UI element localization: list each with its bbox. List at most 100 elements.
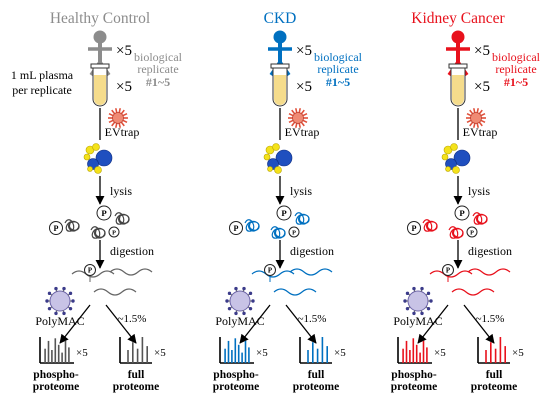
polymac-label: PolyMAC: [393, 314, 442, 328]
phospho-spectrum: [39, 337, 74, 364]
polymac-tip: [227, 291, 232, 296]
flow-arrow-phospho: [417, 304, 449, 344]
phospho-marker: P: [49, 221, 63, 235]
evtrap-core: [112, 112, 124, 124]
replicate-text-line2: replicate: [137, 62, 178, 76]
polymac-tip: [62, 311, 66, 316]
polymac-tip: [242, 286, 246, 291]
polymac-tip: [426, 291, 431, 296]
phospho-spectrum-count: ×5: [76, 347, 88, 359]
protein-strand: [64, 219, 80, 232]
vesicle-small: [263, 153, 271, 161]
phospho-circle: [407, 221, 421, 235]
group-title: Kidney Cancer: [411, 10, 505, 27]
plasma-volume-label-line: per replicate: [12, 83, 72, 97]
polymac-tip: [234, 311, 238, 316]
phospho-marker: P: [229, 221, 243, 235]
replicate-text-line3: #1~5: [326, 75, 350, 89]
phosphoproteome-label-line: phospho-: [213, 369, 259, 381]
phospho-spectrum-count: ×5: [256, 347, 268, 359]
phospho-label: P: [292, 229, 296, 236]
vesicle-small: [452, 166, 460, 174]
phospho-marker: P: [96, 205, 112, 221]
phospho-circle: [276, 205, 292, 221]
flow-arrow-full: [463, 304, 495, 344]
protein-strand: [114, 212, 130, 225]
phospho-label: P: [446, 267, 450, 274]
enrichment-fraction-label: ~1.5%: [476, 313, 505, 325]
protein-strand: [244, 219, 260, 232]
peptide-strand: [467, 268, 511, 276]
vesicle-large: [453, 149, 471, 167]
polymac-tip: [248, 306, 253, 311]
digestion-label: digestion: [290, 244, 334, 258]
polymac-tip: [71, 299, 75, 303]
evtrap-label: EVtrap: [285, 125, 320, 139]
full-spectrum: [299, 337, 332, 364]
phospho-circle: [264, 264, 276, 276]
phospho-spectrum: [219, 337, 254, 364]
peptide-strand: [451, 288, 495, 296]
digestion-label: digestion: [110, 244, 154, 258]
plasma-volume-label-line: 1 mL plasma: [11, 68, 74, 82]
polymac-tip: [248, 291, 253, 296]
polymac-tip: [227, 306, 232, 311]
polymac-core: [49, 290, 71, 312]
phospho-label: P: [268, 267, 272, 274]
vesicle-small: [92, 143, 100, 151]
polymac-tip: [251, 299, 255, 303]
phospho-circle: [466, 226, 478, 238]
flow-arrow-phospho: [59, 304, 91, 344]
person-count: ×5: [296, 43, 312, 59]
phospho-label: P: [54, 224, 59, 233]
vesicle-large: [95, 149, 113, 167]
polymac-tip: [403, 299, 407, 303]
phospho-marker: P: [288, 226, 300, 238]
person-head: [93, 30, 107, 44]
evtrap-label: EVtrap: [463, 125, 498, 139]
phospho-label: P: [88, 267, 92, 274]
polymac-bead-icon: [45, 286, 75, 316]
tube-count: ×5: [474, 79, 490, 95]
peptide-strand: [429, 270, 473, 278]
phospho-circle: [108, 226, 120, 238]
full-spectrum: [477, 337, 510, 364]
phospho-circle: [96, 205, 112, 221]
lysis-label: lysis: [468, 184, 490, 198]
plasma-tube-icon: [448, 63, 468, 107]
extracellular-vesicles-icon: [263, 143, 293, 174]
full-proteome-label-line: full: [308, 369, 325, 381]
phospho-marker: P: [264, 264, 276, 276]
phospho-spectrum-count: ×5: [434, 347, 446, 359]
phospho-marker: P: [466, 226, 478, 238]
protein-strand: [422, 219, 438, 232]
polymac-tip: [68, 306, 73, 311]
flow-arrow-full: [285, 304, 317, 344]
polymac-label: PolyMAC: [215, 314, 264, 328]
flow-arrow-full: [105, 304, 137, 344]
lysis-label: lysis: [110, 184, 132, 198]
polymac-tip: [412, 311, 416, 316]
full-spectrum-count: ×5: [512, 347, 524, 359]
polymac-tip: [54, 286, 58, 291]
phospho-circle: [442, 264, 454, 276]
tube-count: ×5: [116, 79, 132, 95]
evtrap-core: [292, 112, 304, 124]
peptide-strand: [273, 288, 317, 296]
full-proteome-label-line: proteome: [113, 381, 159, 393]
phospho-marker: P: [442, 264, 454, 276]
full-proteome-label-line: proteome: [293, 381, 339, 393]
tube-rim: [448, 63, 468, 69]
full-proteome-label-line: full: [128, 369, 145, 381]
phospho-marker: P: [108, 226, 120, 238]
tube-plasma: [94, 75, 106, 105]
polymac-bead-icon: [225, 286, 255, 316]
vesicle-small: [274, 166, 282, 174]
extracellular-vesicles-icon: [441, 143, 471, 174]
vesicle-small: [83, 153, 91, 161]
